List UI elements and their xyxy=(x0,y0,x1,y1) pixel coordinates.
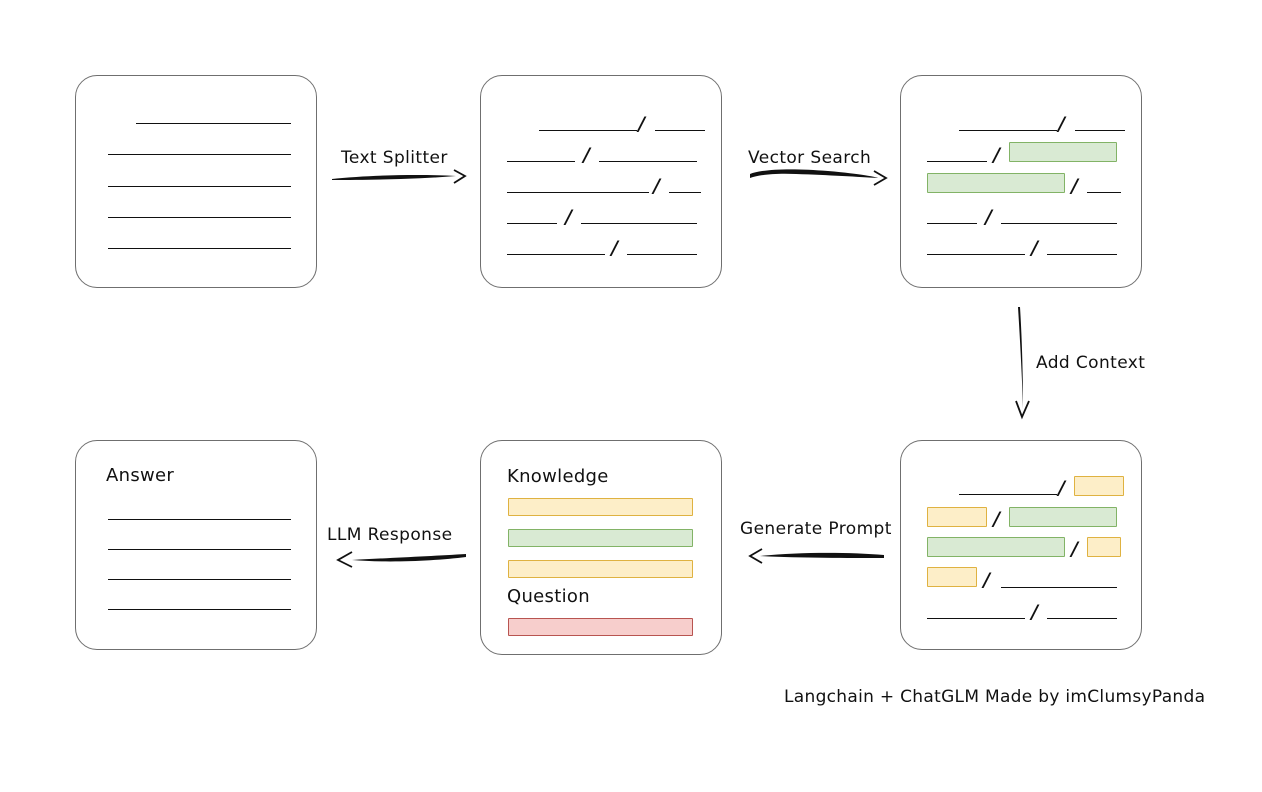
arrow-label-generate-prompt: Generate Prompt xyxy=(740,519,892,539)
knowledge-bar-yellow[interactable] xyxy=(508,560,693,578)
knowledge-bar-green[interactable] xyxy=(508,529,693,547)
chunk-line xyxy=(927,223,977,224)
chunk-highlight-yellow[interactable] xyxy=(927,507,987,527)
arrow-add-context xyxy=(1015,307,1030,420)
chunk-line xyxy=(959,130,1057,131)
chunk-line xyxy=(1075,130,1125,131)
chunk-separator: / xyxy=(1058,113,1065,135)
arrow-label-vector-search: Vector Search xyxy=(748,148,872,168)
chunk-separator: / xyxy=(985,206,992,228)
chunk-separator: / xyxy=(565,206,572,228)
chunk-highlight-yellow[interactable] xyxy=(1074,476,1124,496)
chunk-line xyxy=(1001,223,1117,224)
chunk-separator: / xyxy=(1071,538,1078,560)
chunk-separator: / xyxy=(1058,477,1065,499)
question-label: Question xyxy=(507,586,590,607)
document-line xyxy=(136,123,291,124)
document-line xyxy=(108,217,291,218)
card-prompt[interactable]: Knowledge Question xyxy=(480,440,722,655)
chunk-highlight-green[interactable] xyxy=(927,537,1065,557)
card-source-document[interactable] xyxy=(75,75,317,288)
chunk-separator: / xyxy=(653,175,660,197)
chunk-highlight-yellow[interactable] xyxy=(1087,537,1121,557)
chunk-separator: / xyxy=(1031,601,1038,623)
chunk-line xyxy=(1047,618,1117,619)
chunk-separator: / xyxy=(1031,237,1038,259)
card-retrieved-chunks[interactable]: / / / / / xyxy=(900,75,1142,288)
chunk-line xyxy=(1047,254,1117,255)
chunk-line xyxy=(927,161,987,162)
document-line xyxy=(108,248,291,249)
arrow-label-llm-response: LLM Response xyxy=(327,525,453,545)
document-line xyxy=(108,186,291,187)
chunk-line xyxy=(599,161,697,162)
chunk-highlight-yellow[interactable] xyxy=(927,567,977,587)
chunk-highlight-green[interactable] xyxy=(1009,142,1117,162)
arrow-text-splitter xyxy=(332,169,467,184)
diagram-caption: Langchain + ChatGLM Made by imClumsyPand… xyxy=(784,687,1206,707)
chunk-line xyxy=(669,192,701,193)
arrow-llm-response xyxy=(336,551,466,568)
chunk-line xyxy=(581,223,697,224)
chunk-line xyxy=(959,494,1057,495)
chunk-line xyxy=(507,192,649,193)
card-split-chunks[interactable]: / / / / / xyxy=(480,75,722,288)
chunk-line xyxy=(655,130,705,131)
chunk-separator: / xyxy=(993,144,1000,166)
answer-line xyxy=(108,609,291,610)
card-answer[interactable]: Answer xyxy=(75,440,317,650)
chunk-line xyxy=(927,618,1025,619)
answer-label: Answer xyxy=(106,465,175,486)
arrow-label-add-context: Add Context xyxy=(1036,353,1146,373)
chunk-line xyxy=(507,223,557,224)
chunk-separator: / xyxy=(611,237,618,259)
chunk-separator: / xyxy=(583,144,590,166)
card-context-chunks[interactable]: / / / / / xyxy=(900,440,1142,650)
answer-line xyxy=(108,519,291,520)
chunk-separator: / xyxy=(993,508,1000,530)
chunk-highlight-green[interactable] xyxy=(1009,507,1117,527)
chunk-line xyxy=(1001,587,1117,588)
chunk-line xyxy=(627,254,697,255)
chunk-highlight-green[interactable] xyxy=(927,173,1065,193)
answer-line xyxy=(108,579,291,580)
arrow-vector-search xyxy=(750,169,888,186)
arrow-generate-prompt xyxy=(748,548,884,564)
chunk-line xyxy=(1087,192,1121,193)
knowledge-bar-yellow[interactable] xyxy=(508,498,693,516)
chunk-line xyxy=(507,161,575,162)
document-line xyxy=(108,154,291,155)
chunk-line xyxy=(539,130,637,131)
chunk-line xyxy=(507,254,605,255)
chunk-line xyxy=(927,254,1025,255)
knowledge-label: Knowledge xyxy=(507,466,609,487)
question-bar-red[interactable] xyxy=(508,618,693,636)
chunk-separator: / xyxy=(638,113,645,135)
chunk-separator: / xyxy=(983,569,990,591)
chunk-separator: / xyxy=(1071,175,1078,197)
answer-line xyxy=(108,549,291,550)
arrow-label-text-splitter: Text Splitter xyxy=(341,148,448,168)
